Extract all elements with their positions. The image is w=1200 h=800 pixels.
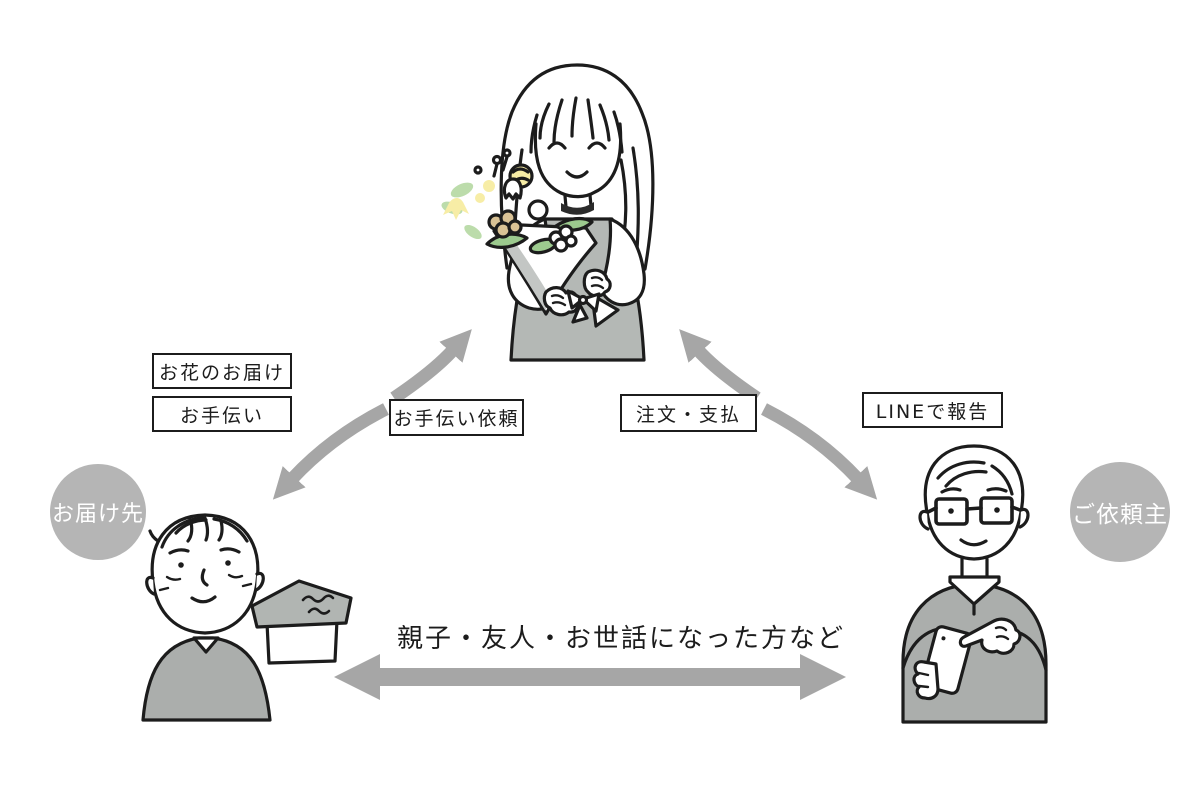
label-flower-delivery: お花のお届け (152, 353, 292, 389)
arrows (272, 329, 878, 700)
bouquet-icon (441, 148, 598, 316)
house-icon (250, 579, 353, 665)
arrow-florist-to-client (761, 403, 878, 500)
arrow-florist-to-recipient (272, 403, 389, 500)
glasses-icon (926, 496, 1022, 526)
arrow-recipient-to-florist (390, 329, 472, 404)
arrow-client-to-florist (679, 329, 761, 404)
label-help: お手伝い (152, 396, 292, 432)
label-help-request: お手伝い依頼 (389, 399, 524, 436)
badge-recipient: お届け先 (50, 464, 146, 560)
label-order-payment: 注文・支払 (620, 394, 757, 432)
recipient-figure (141, 513, 272, 722)
label-line-report: LINEで報告 (862, 392, 1003, 428)
arrow-recipient-client-both-ways (334, 654, 846, 700)
florist-figure (441, 63, 655, 362)
florist-happy-eyes (547, 141, 567, 150)
badge-client: ご依頼主 (1070, 462, 1170, 562)
client-figure (901, 444, 1048, 724)
relationship-label: 親子・友人・お世話になった方など (396, 624, 845, 654)
